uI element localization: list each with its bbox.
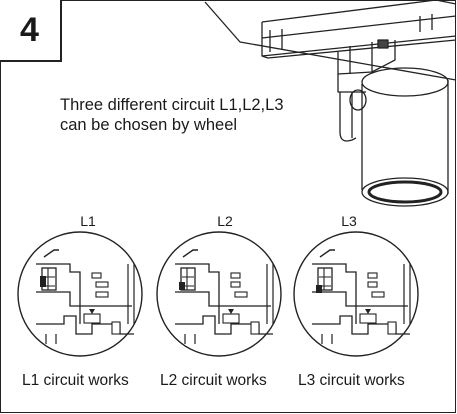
detail-circle-l1 (17, 231, 143, 357)
spotlight-body (361, 67, 449, 207)
instruction-text: Three different circuit L1,L2,L3 can be … (60, 95, 360, 135)
ceiling-line (204, 1, 457, 81)
instruction-line-2: can be chosen by wheel (60, 116, 238, 134)
track-adaptor (337, 39, 396, 75)
mounting-arm (337, 74, 367, 142)
circuit-label-l3: L3 (341, 213, 357, 229)
circuit-label-l1: L1 (80, 213, 96, 229)
step-number-box: 4 (0, 0, 62, 62)
track-rail (261, 0, 457, 59)
detail-circle-l2 (156, 231, 282, 357)
step-number: 4 (20, 11, 39, 49)
circuit-caption-l2: L2 circuit works (160, 372, 267, 389)
detail-circle-l3 (293, 231, 419, 357)
circuit-caption-l1: L1 circuit works (22, 372, 129, 389)
circuit-caption-l3: L3 circuit works (298, 372, 405, 389)
instruction-line-1: Three different circuit L1,L2,L3 (60, 96, 284, 114)
circuit-label-l2: L2 (217, 213, 233, 229)
